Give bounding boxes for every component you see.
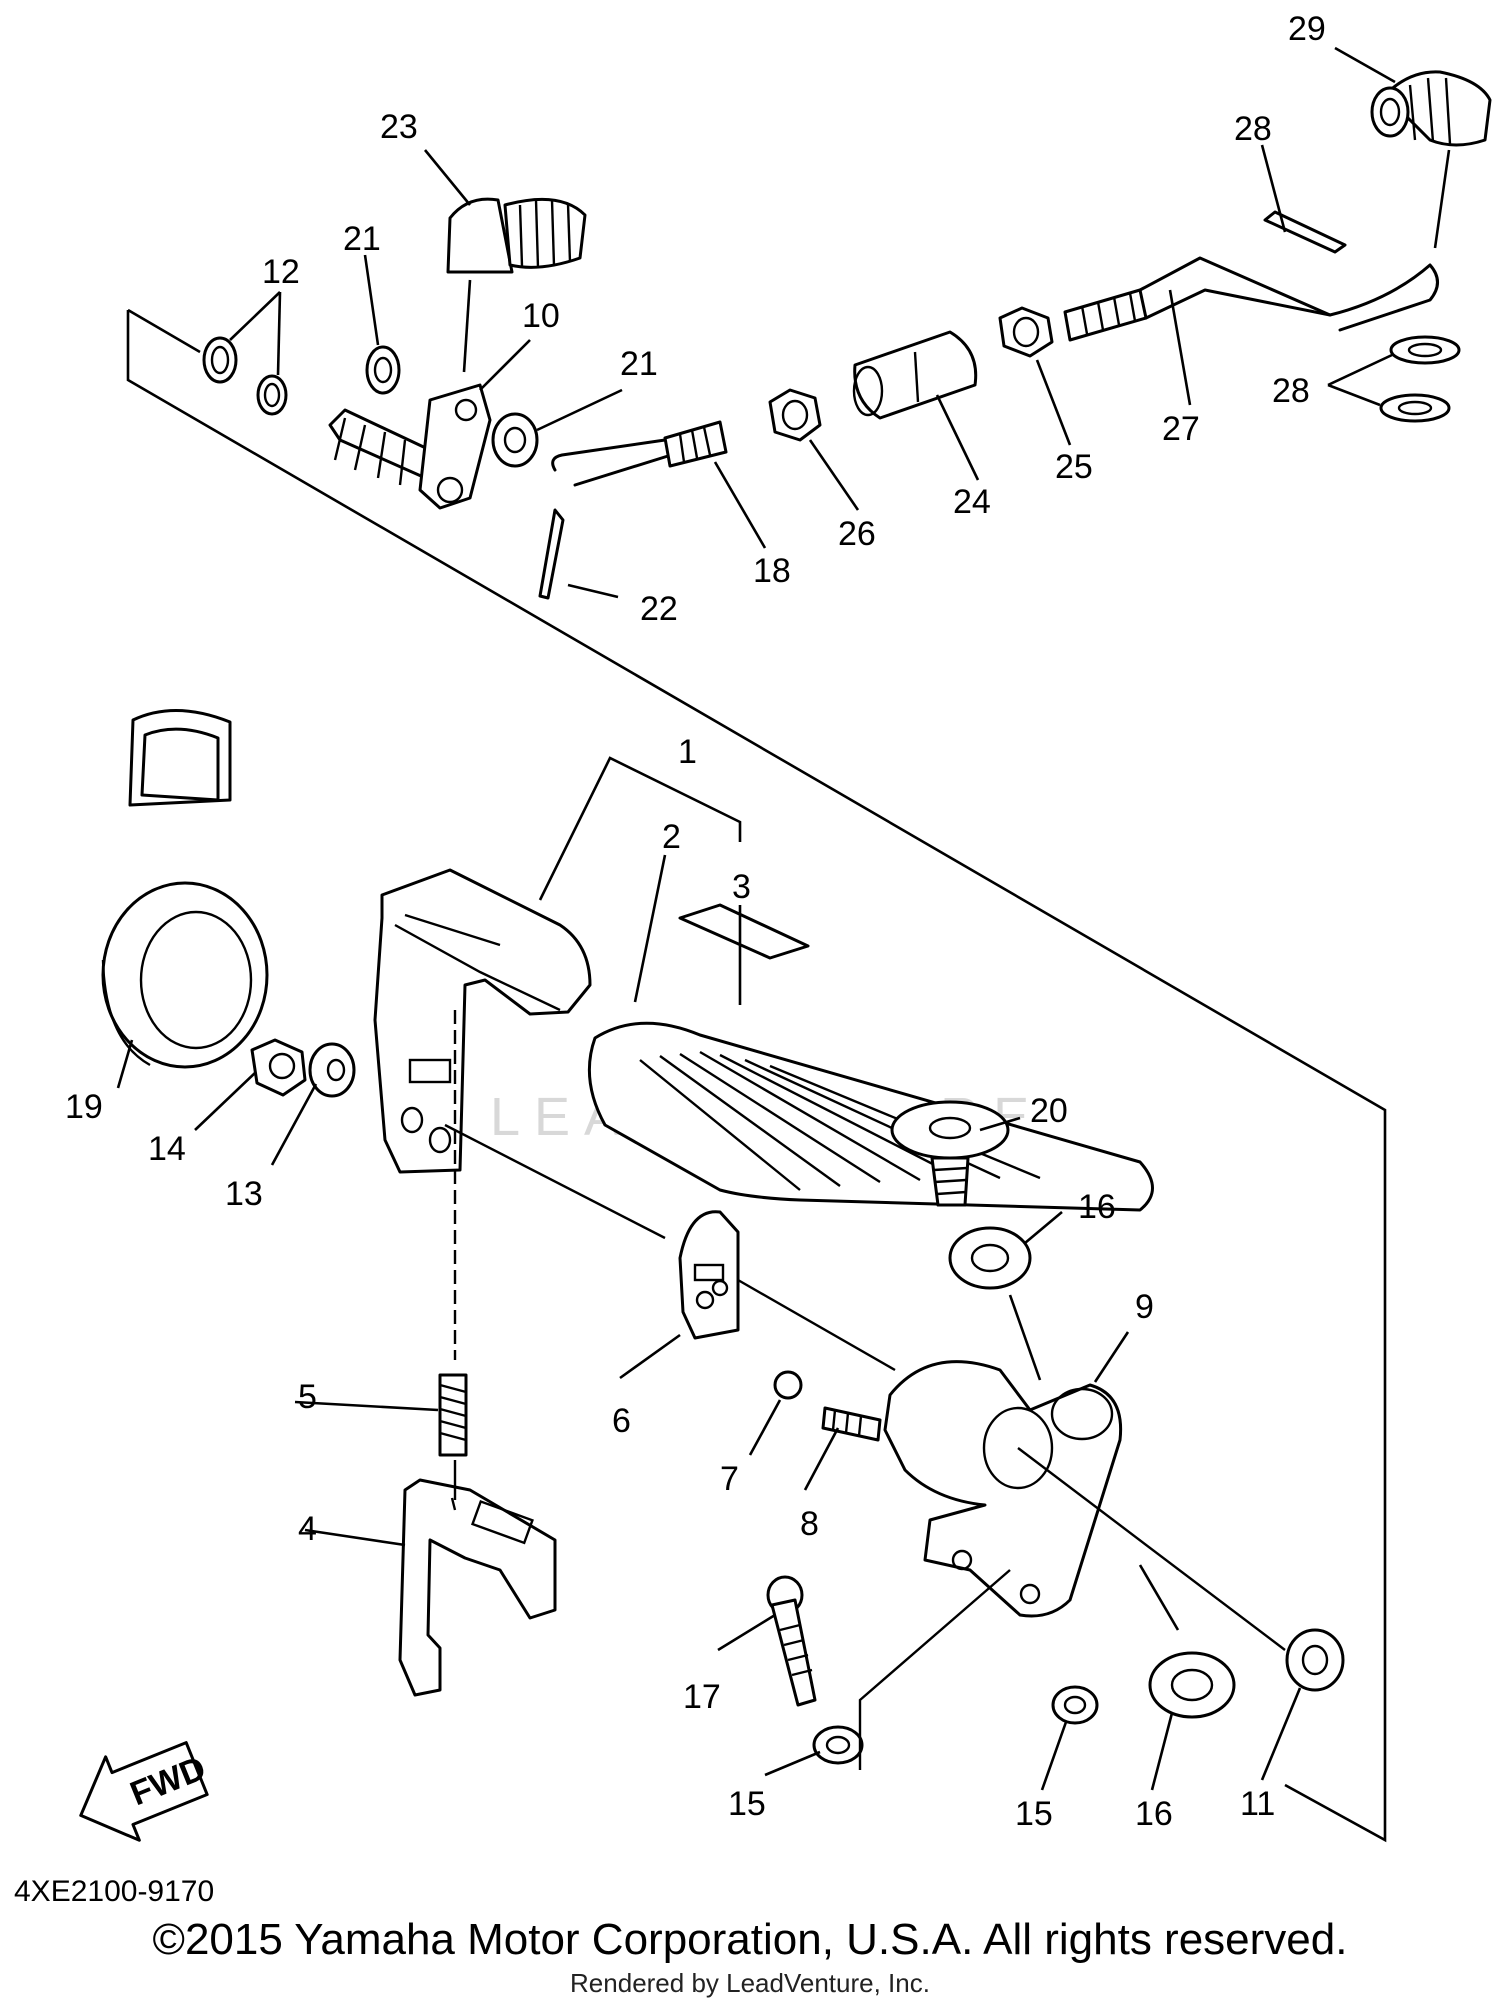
label-29: 28 [1234, 110, 1272, 148]
label-plate-3 [678, 903, 810, 960]
label-21-upper: 21 [343, 220, 381, 258]
label-8: 8 [800, 1505, 819, 1543]
spring-8 [821, 1406, 882, 1442]
washer-12a [202, 336, 238, 384]
label-15-right: 15 [1015, 1795, 1053, 1833]
nut-14 [250, 1038, 307, 1097]
label-19: 17 [683, 1678, 721, 1716]
washer-21b [491, 412, 539, 468]
label-3: 3 [732, 868, 751, 906]
label-10: 10 [522, 297, 560, 335]
washer-15b [1051, 1685, 1099, 1725]
plate-6 [678, 1210, 740, 1340]
part-labels: 29 28 23 21 12 10 21 28 27 25 24 26 18 2… [65, 10, 1326, 1833]
label-30: 29 [1288, 10, 1326, 48]
boot-30 [1370, 70, 1492, 147]
assembly-axes [444, 1010, 1286, 1770]
washer-28a [1389, 335, 1461, 365]
cotter-pin-22 [538, 508, 565, 600]
label-17: 19 [65, 1088, 103, 1126]
lever-arm [328, 383, 492, 510]
housing-9 [883, 1360, 1123, 1618]
label-20: 18 [753, 552, 791, 590]
spring-5 [438, 1373, 468, 1457]
leader-lines [116, 46, 1451, 1791]
collar-17 [101, 708, 269, 1069]
adjuster-sleeve-24 [852, 330, 978, 420]
ball-7 [773, 1370, 803, 1400]
washer-13 [308, 1042, 356, 1098]
label-16-lower: 16 [1135, 1795, 1173, 1833]
label-22: 22 [640, 590, 678, 628]
label-16-upper: 16 [1078, 1188, 1116, 1226]
washer-12b [256, 374, 288, 416]
fwd-arrow-icon: FWD [79, 1741, 211, 1842]
assembly-frame [126, 308, 1387, 1843]
copyright-notice: ©2015 Yamaha Motor Corporation, U.S.A. A… [152, 1915, 1348, 1964]
label-1: 1 [678, 733, 697, 771]
washer-16a [948, 1226, 1032, 1290]
shift-handle [373, 868, 592, 1174]
washer-28b [1379, 393, 1451, 423]
label-14: 14 [148, 1130, 186, 1168]
label-13: 13 [225, 1175, 263, 1213]
cotter-pin-29 [1263, 210, 1347, 254]
rod-27 [1063, 256, 1439, 342]
label-24: 24 [953, 483, 991, 521]
washer-21a [365, 345, 401, 395]
rendered-by-notice: Rendered by LeadVenture, Inc. [570, 1968, 930, 1998]
nut-26 [768, 388, 822, 442]
label-18: 20 [1030, 1092, 1068, 1130]
washer-16b [1148, 1651, 1236, 1719]
label-4: 4 [298, 1510, 317, 1548]
label-12: 12 [262, 253, 300, 291]
washer-11 [1285, 1628, 1345, 1692]
grip-2 [587, 1021, 1154, 1212]
screw-19 [766, 1575, 817, 1707]
nut-25 [998, 306, 1054, 358]
label-15-left: 15 [728, 1785, 766, 1823]
bolt-18 [890, 1100, 1010, 1207]
rod-20 [551, 420, 728, 487]
lock-bracket-4 [398, 1478, 557, 1697]
label-21-lower: 21 [620, 345, 658, 383]
label-25: 25 [1055, 448, 1093, 486]
label-2: 2 [662, 818, 681, 856]
label-27: 27 [1162, 410, 1200, 448]
label-23: 23 [380, 108, 418, 146]
label-5: 5 [298, 1378, 317, 1416]
label-11: 11 [1240, 1785, 1275, 1823]
drawing-code: 4XE2100-9170 [14, 1875, 215, 1908]
label-7: 7 [720, 1460, 739, 1498]
label-9: 9 [1135, 1288, 1154, 1326]
label-26: 26 [838, 515, 876, 553]
boot-part [446, 197, 587, 274]
label-6: 6 [612, 1402, 631, 1440]
label-28: 28 [1272, 372, 1310, 410]
washer-15a [812, 1725, 864, 1765]
